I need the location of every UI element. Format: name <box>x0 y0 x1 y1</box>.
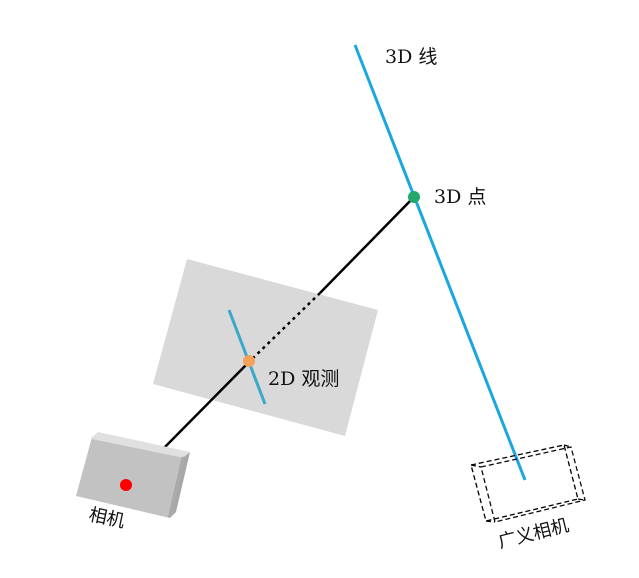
projection-ray-dashed <box>248 292 321 363</box>
label-camera: 相机 <box>87 504 127 532</box>
camera-body-right-face <box>170 452 190 518</box>
projection-ray-solid-lower <box>159 361 250 453</box>
projection-ray-solid-upper <box>319 196 415 294</box>
camera-center <box>120 479 132 491</box>
generalized-camera-box <box>470 444 586 523</box>
3d-point <box>408 191 420 203</box>
camera-body-top-face <box>92 432 190 457</box>
3d-line <box>353 44 527 481</box>
label-3d-line: 3D 线 <box>385 46 437 68</box>
2d-observation-point <box>243 355 255 367</box>
label-generalized-camera: 广义相机 <box>496 515 571 553</box>
label-2d-observation: 2D 观测 <box>268 368 339 390</box>
camera-body-front <box>76 437 184 518</box>
camera-body-side <box>168 456 184 518</box>
label-3d-point: 3D 点 <box>434 186 486 208</box>
camera-body-top-edge <box>92 437 184 458</box>
